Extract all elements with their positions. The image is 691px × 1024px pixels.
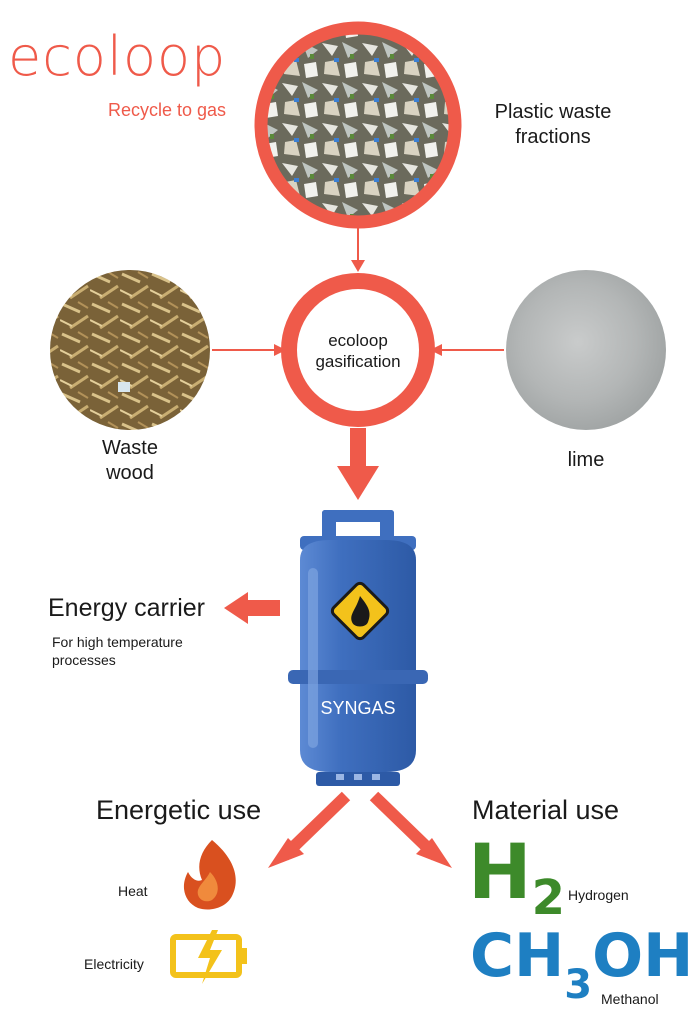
arrow-to-energetic-use — [268, 791, 351, 868]
energy-carrier-title: Energy carrier — [48, 594, 205, 622]
gasification-label: ecoloop gasification — [315, 331, 401, 372]
methanol-formula: CH3OH — [470, 921, 691, 1008]
plastic-waste-image — [254, 21, 462, 229]
arrow-lime-to-gasification — [430, 344, 504, 356]
arrow-plastic-to-gasification — [351, 228, 365, 272]
hydrogen-formula: H2 — [468, 827, 566, 926]
heat-label: Heat — [118, 883, 148, 899]
waste-wood-label: Waste wood — [102, 437, 158, 484]
arrow-syngas-to-energy-carrier — [224, 592, 280, 624]
arrow-gasification-to-syngas — [337, 428, 379, 500]
energy-carrier-note: For high temperature processes — [52, 634, 183, 669]
brand-logo: ecoloop — [8, 25, 227, 88]
gasification-ring — [281, 273, 435, 427]
syngas-label: SYNGAS — [320, 698, 396, 718]
arrow-to-material-use — [369, 791, 452, 868]
methanol-label: Methanol — [601, 991, 659, 1007]
hydrogen-label: Hydrogen — [568, 887, 629, 903]
hazard-flame-icon — [330, 581, 390, 641]
syngas-tank — [288, 510, 428, 786]
plastic-waste-label: Plastic waste fractions — [494, 101, 612, 148]
flame-icon — [183, 840, 236, 910]
lime-image — [506, 270, 666, 430]
lime-label: lime — [567, 449, 605, 471]
brand-tagline: Recycle to gas — [108, 100, 227, 120]
energetic-use-title: Energetic use — [96, 795, 262, 825]
arrow-wood-to-gasification — [212, 344, 286, 356]
material-use-title: Material use — [472, 795, 620, 825]
battery-charging-icon — [170, 930, 247, 984]
waste-wood-image — [50, 270, 210, 430]
electricity-label: Electricity — [84, 956, 144, 972]
